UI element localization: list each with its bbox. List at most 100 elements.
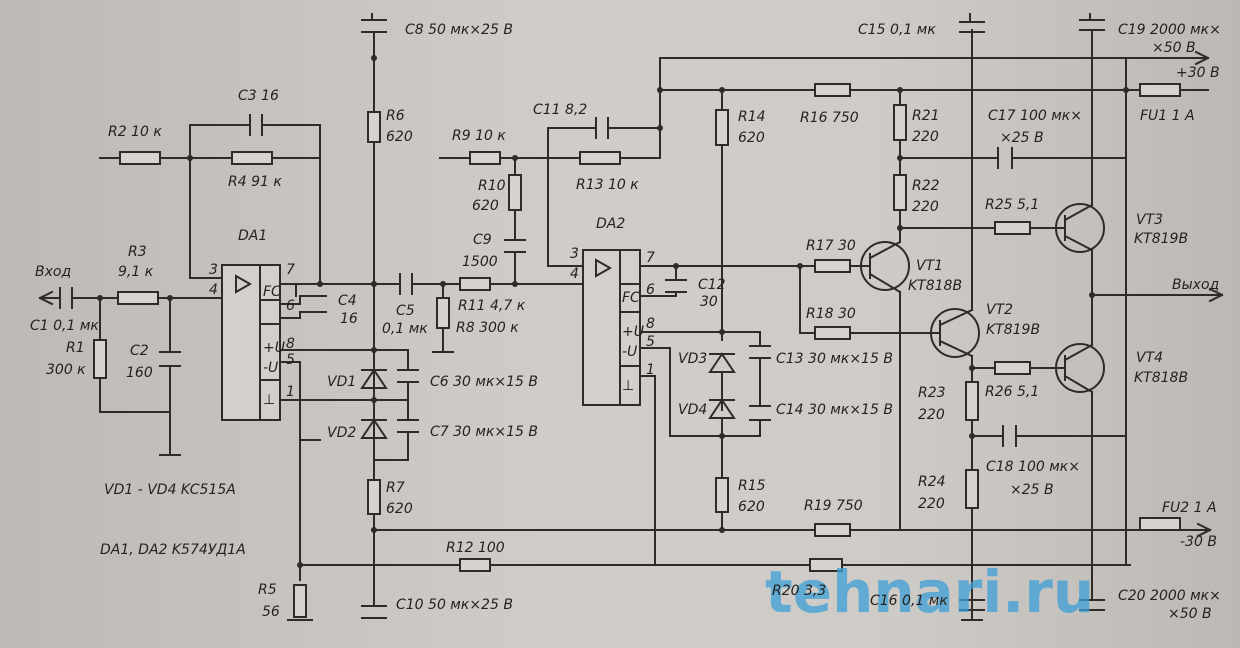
resistor-r12 [459,558,491,572]
resistor-r5 [293,584,307,618]
resistor-r14 [715,109,729,146]
label-c1: C1 0,1 мк [30,318,99,334]
label-r15: R15 [738,478,766,494]
transistors [859,203,1105,394]
label-da1: DA1 [238,228,267,244]
label-c9-val: 1500 [462,254,498,270]
label-c19-val: ×50 В [1152,40,1196,56]
label-r10: R10 [478,178,506,194]
pin-3: 3 [209,262,218,278]
label-c13: C13 30 мк×15 В [776,351,893,367]
label-r22-val: 220 [912,199,939,215]
capacitor-c15 [959,21,985,33]
capacitor-c12 [665,279,687,293]
resistor-r1 [93,339,107,379]
capacitor-c4 [305,295,327,313]
resistor-r23 [965,381,979,421]
labels: Вход C1 0,1 мк R1 300 к R3 9,1 к C2 160 … [30,22,1221,622]
resistor-r17 [814,259,851,273]
label-c16: C16 0,1 мк [870,593,948,609]
resistor-r25 [994,221,1031,235]
label-c12-val: 30 [700,294,718,310]
label-r6: R6 [386,108,405,124]
diode-vd1 [360,368,388,389]
label-c15: C15 0,1 мк [858,22,936,38]
label-r23-val: 220 [918,407,945,423]
da2-pin-4: 4 [570,266,579,282]
label-vt1: VT1 [916,258,943,274]
grounds-and-arrows [38,50,1224,621]
label-r8: R8 300 к [456,320,519,336]
pin-5: 5 [286,352,295,368]
transistor-vt4 [1055,343,1105,394]
capacitor-c2 [159,351,181,367]
label-vt4: VT4 [1136,350,1163,366]
diode-vd4 [708,398,736,419]
capacitor-c10 [361,605,387,619]
label-vt2: VT2 [986,302,1013,318]
label-r25: R25 5,1 [985,197,1039,213]
label-vd2: VD2 [327,425,356,441]
label-c4-val: 16 [340,311,358,327]
da2-pin-7: 7 [646,250,655,266]
pin-7: 7 [286,262,295,278]
resistor-r18 [814,326,851,340]
label-r10-val: 620 [472,198,499,214]
transistor-vt3 [1055,203,1105,253]
capacitor-c8 [361,19,387,39]
resistor-r3 [117,291,159,305]
label-r21-val: 220 [912,129,939,145]
capacitor-c18 [1002,425,1017,447]
resistor-r15 [715,477,729,513]
label-plus30: +30 В [1176,65,1220,81]
label-vd3: VD3 [678,351,707,367]
label-r7: R7 [386,480,405,496]
capacitor-c16 [959,599,985,611]
capacitor-c6 [397,369,419,383]
junction-dots [97,55,1129,568]
resistor-r13 [579,151,621,165]
label-fu2: FU2 1 А [1162,500,1217,516]
pin-4: 4 [209,282,218,298]
label-r18: R18 30 [806,306,856,322]
resistor-r26 [994,361,1031,375]
label-c5-val: 0,1 мк [382,321,428,337]
label-c9: C9 [473,232,492,248]
label-c2: C2 [130,343,149,359]
label-c11: C11 8,2 [533,102,587,118]
resistor-r24 [965,469,979,509]
label-r14-val: 620 [738,130,765,146]
label-c17: C17 100 мк× [988,108,1082,124]
capacitor-c17 [997,147,1013,169]
label-r1-val: 300 к [46,362,86,378]
label-r13: R13 10 к [576,177,639,193]
pin-plus-u: +U [263,340,285,356]
resistor-r19 [814,523,851,537]
label-c17-val: ×25 В [1000,130,1044,146]
label-c6: C6 30 мк×15 В [430,374,538,390]
pin-ground: ⊥ [263,392,275,408]
resistor-r20 [809,558,843,572]
pin-fc: FC [263,284,281,300]
transistor-vt1 [859,240,910,294]
da2-pin-minus-u: -U [622,344,637,360]
da2-pin-3: 3 [570,246,579,262]
capacitor-c3 [249,114,263,136]
label-r11: R11 4,7 к [458,298,526,314]
da2-pin-1: 1 [646,362,655,378]
label-c5: C5 [396,303,415,319]
label-r23: R23 [918,385,946,401]
label-vd1: VD1 [327,374,356,390]
fuse-fu1 [1139,83,1181,97]
label-fu1: FU1 1 А [1140,108,1195,124]
resistor-r8 [436,297,450,329]
label-c2-val: 160 [126,365,153,381]
label-vt3: VT3 [1136,212,1163,228]
label-r5-val: 56 [262,604,280,620]
label-r5: R5 [258,582,277,598]
pin-6: 6 [286,298,295,314]
label-vd4: VD4 [678,402,707,418]
label-input: Вход [35,264,71,280]
label-c4: C4 [338,293,357,309]
da2-pin-8: 8 [646,316,655,332]
